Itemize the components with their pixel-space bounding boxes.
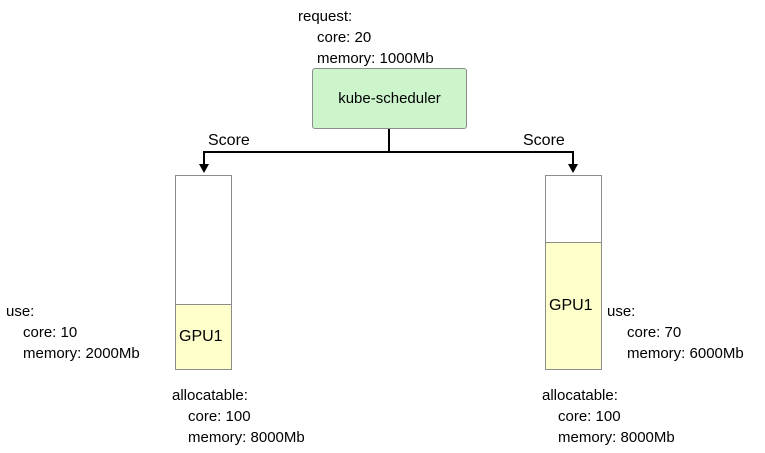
allocatable-annotation-left: allocatable: core: 100 memory: 8000Mb [172, 385, 305, 448]
use-left-title: use: [6, 303, 35, 320]
alloc-right-memory: memory: 8000Mb [558, 429, 675, 446]
use-annotation-left: use: core: 10 memory: 2000Mb [6, 301, 140, 364]
request-annotation: request: core: 20 memory: 1000Mb [298, 6, 434, 69]
connector-drop-left [203, 151, 205, 165]
connector-trunk [388, 129, 390, 153]
kube-scheduler-label: kube-scheduler [338, 90, 441, 107]
node-box-right: GPU1 [545, 175, 602, 370]
kube-scheduler-box: kube-scheduler [312, 68, 467, 129]
alloc-left-memory: memory: 8000Mb [188, 429, 305, 446]
request-title: request: [298, 8, 353, 25]
allocatable-annotation-right: allocatable: core: 100 memory: 8000Mb [542, 385, 675, 448]
connector-drop-right [572, 151, 574, 165]
alloc-right-core: core: 100 [558, 408, 621, 425]
score-label-left: Score [208, 132, 250, 149]
score-label-right: Score [523, 132, 565, 149]
use-left-memory: memory: 2000Mb [23, 345, 140, 362]
gpu-label-right: GPU1 [549, 297, 593, 314]
arrow-down-icon-left [199, 164, 209, 173]
use-right-memory: memory: 6000Mb [627, 345, 744, 362]
gpu-box-right: GPU1 [545, 242, 602, 370]
arrow-down-icon-right [568, 164, 578, 173]
use-right-core: core: 70 [627, 324, 682, 341]
use-annotation-right: use: core: 70 memory: 6000Mb [607, 301, 744, 364]
use-right-title: use: [607, 303, 636, 320]
alloc-left-core: core: 100 [188, 408, 251, 425]
gpu-label-left: GPU1 [179, 328, 223, 345]
request-memory: memory: 1000Mb [317, 50, 434, 67]
alloc-right-title: allocatable: [542, 387, 618, 404]
request-core: core: 20 [317, 29, 372, 46]
gpu-box-left: GPU1 [175, 304, 232, 370]
connector-crossbar [203, 151, 574, 153]
use-left-core: core: 10 [23, 324, 78, 341]
alloc-left-title: allocatable: [172, 387, 248, 404]
node-box-left: GPU1 [175, 175, 232, 370]
